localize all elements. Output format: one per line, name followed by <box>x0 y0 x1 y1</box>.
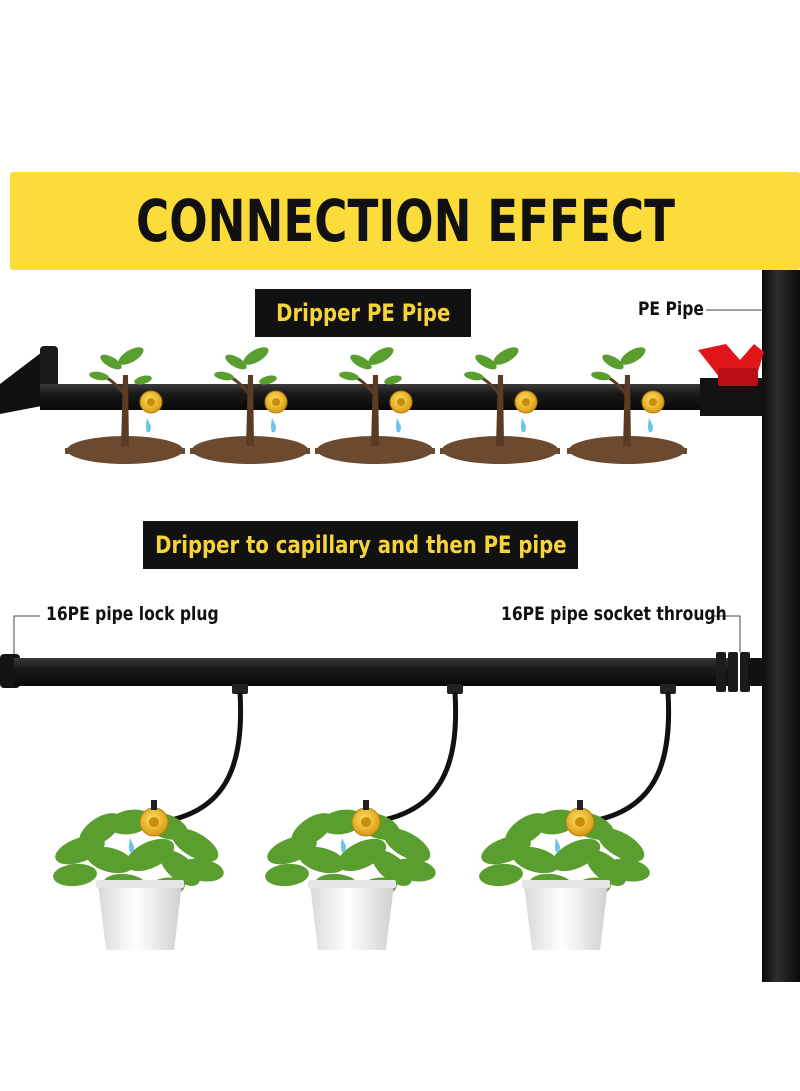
red-valve <box>698 344 766 416</box>
potted-plant <box>479 684 676 950</box>
vertical-pe-pipe <box>762 270 800 982</box>
dripper-icon <box>129 800 169 853</box>
lock-plug-callout: 16PE pipe lock plug <box>46 603 219 625</box>
dripper-icon <box>139 390 163 433</box>
seedling <box>440 347 560 464</box>
lower-pe-pipe <box>0 652 764 692</box>
dripper-icon <box>341 800 381 853</box>
banner-title: CONNECTION EFFECT <box>135 187 675 255</box>
dripper-icon <box>555 800 595 853</box>
seedling <box>315 347 435 464</box>
lock-plug-leader <box>13 615 40 654</box>
seedling <box>567 347 687 464</box>
socket-leader <box>714 615 741 652</box>
foliage <box>265 809 436 899</box>
seedling-row <box>65 347 687 464</box>
seedling <box>190 347 310 464</box>
potted-plant <box>265 684 463 950</box>
bottom-section-label: Dripper to capillary and then PE pipe <box>143 521 578 569</box>
pe-pipe-callout: PE Pipe <box>638 298 704 320</box>
foliage <box>53 809 224 899</box>
potted-plant-row <box>53 684 676 950</box>
potted-plant <box>53 684 248 950</box>
seedling <box>65 347 185 464</box>
dripper-icon <box>641 390 665 433</box>
socket-through-callout: 16PE pipe socket through <box>501 603 727 625</box>
title-banner: CONNECTION EFFECT <box>10 172 800 270</box>
dripper-icon <box>389 390 413 433</box>
dripper-icon <box>264 390 288 433</box>
top-section-label: Dripper PE Pipe <box>255 289 471 337</box>
dripper-icon <box>514 390 538 433</box>
